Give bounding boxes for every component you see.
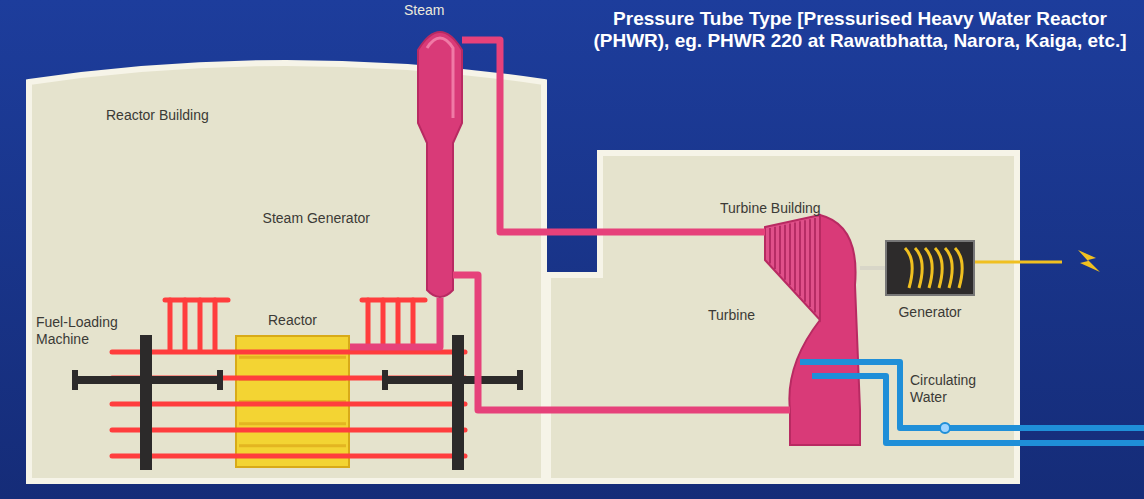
tu-part: [789, 215, 860, 445]
fuel-loading-machine: [382, 370, 388, 390]
part-label: Steam: [404, 2, 444, 19]
gen-part: [925, 248, 932, 288]
building-outline: Reactor BuildingSteam GeneratorReactor: [26, 52, 547, 484]
feeder-pipes: [396, 300, 401, 350]
feeder-pipes: [381, 300, 386, 350]
part-label: Fuel-Loading Machine: [36, 314, 136, 348]
circulating-water-pipes: [800, 362, 1144, 443]
part-label: Circulating Water: [910, 372, 995, 406]
coolant-pipe: [453, 275, 790, 410]
tu-part: [769, 228, 771, 264]
coolant-pipe: [350, 298, 440, 347]
fuel-loading-machine: [72, 370, 78, 390]
sg-part: [427, 38, 453, 118]
rx-part: [239, 444, 346, 447]
fuel-loading-machine: [452, 335, 464, 470]
node-label: Steam Generator: [263, 210, 370, 227]
feeder-pipes: [168, 300, 173, 350]
tu-part: [814, 218, 816, 312]
tu-part: [794, 222, 796, 290]
rx-part: [239, 422, 346, 425]
gen-part: [945, 248, 952, 288]
node-label: Generator: [898, 304, 961, 321]
node-label: Reactor: [268, 312, 317, 329]
node-label: Reactor Building: [106, 107, 209, 124]
gen-part: [905, 248, 912, 288]
tu-part: [784, 225, 786, 280]
feeder-pipes: [213, 300, 218, 350]
gen-part: [886, 241, 974, 295]
feeder-pipes: [411, 300, 416, 350]
building-outline: Turbine BuildingTurbine Generator: [545, 150, 1020, 484]
gen-part: [915, 248, 922, 288]
tu-part: [774, 227, 776, 269]
sg-part: [418, 32, 462, 297]
feeder-pipes: [112, 454, 465, 459]
sg-shape: [415, 18, 465, 300]
tu-part: [789, 224, 791, 286]
fuel-loading-machine: [140, 335, 152, 470]
gen-part: [955, 248, 962, 288]
circulating-water-pipes: [800, 362, 1144, 428]
tu-part: [779, 226, 781, 275]
tu-part: [804, 220, 806, 301]
feeder-pipes: [183, 300, 188, 350]
tu-part: [799, 221, 801, 296]
pipe-valve: [940, 423, 950, 433]
generator: Generator: [885, 240, 975, 296]
lightning-bolt: [1078, 250, 1100, 272]
fuel-loading-machine: [75, 376, 220, 384]
feeder-pipes: [112, 428, 465, 433]
tu-part: [809, 219, 811, 307]
feeder-pipes: [112, 402, 465, 407]
node-label: Turbine: [708, 307, 755, 324]
feeder-pipes: [198, 300, 203, 350]
feeder-pipes: [362, 298, 425, 303]
rx-part: [239, 356, 346, 359]
steam-generator: Steam Generator: [415, 18, 465, 300]
node-label: Turbine Building: [720, 200, 821, 217]
fuel-loading-machine: [217, 370, 223, 390]
fuel-loading-machine: [385, 376, 520, 384]
tu-part: [765, 215, 820, 320]
diagram-title: Pressure Tube Type [Pressurised Heavy Wa…: [580, 8, 1140, 52]
coolant-pipe: [462, 40, 765, 232]
circulating-water-pipes: [812, 376, 1144, 443]
fuel-loading-machine: [72, 335, 523, 470]
turbine-shaft: [860, 266, 885, 270]
feeder-pipes: [366, 300, 371, 350]
gen-part: [935, 248, 942, 288]
tb-part: [548, 153, 1017, 481]
fuel-loading-machine: [517, 370, 523, 390]
power-line: [975, 261, 1062, 264]
gen-shape: [885, 240, 975, 296]
feeder-pipes: [165, 298, 228, 303]
